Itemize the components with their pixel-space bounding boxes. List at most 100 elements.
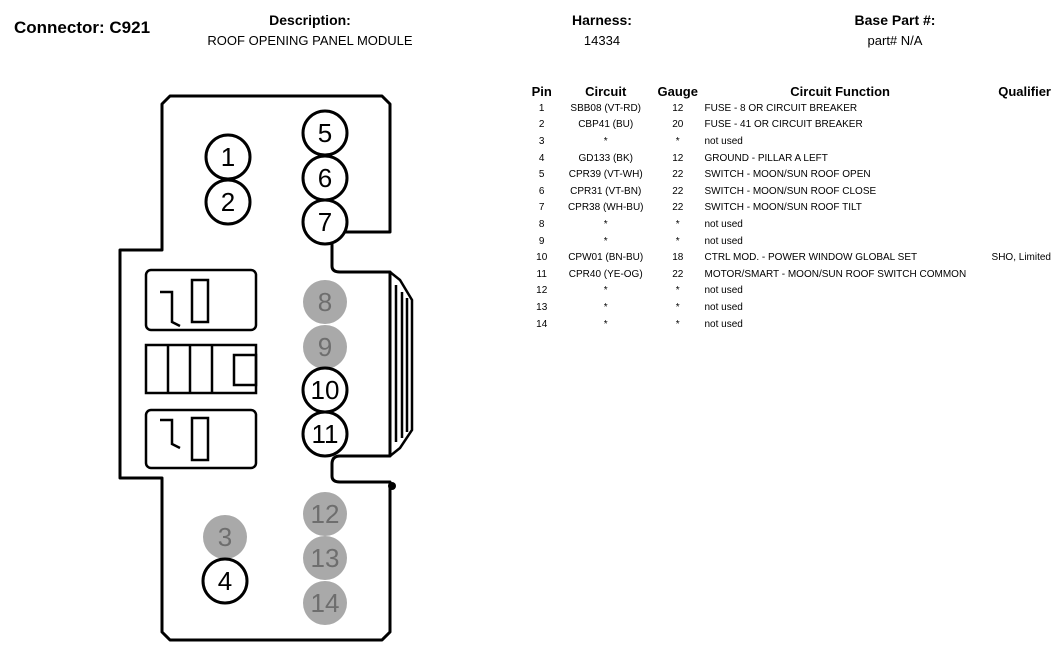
cell-circuit: CBP41 (BU) xyxy=(578,119,634,131)
description-value: ROOF OPENING PANEL MODULE xyxy=(207,33,413,48)
cell-qualifier xyxy=(979,100,1054,117)
cell-pin: 6 xyxy=(538,185,545,197)
cell-gauge: * xyxy=(675,318,680,330)
cell-qualifier: SHO, Limited xyxy=(991,252,1051,264)
pin-number: 8 xyxy=(318,287,332,317)
pin-number: 12 xyxy=(311,499,340,529)
cell-pin: 12 xyxy=(536,285,548,297)
cell-function: not used xyxy=(704,285,743,297)
pin-7: 7 xyxy=(301,198,349,246)
cell-pin: 5 xyxy=(538,169,545,181)
cell-function: SWITCH - MOON/SUN ROOF CLOSE xyxy=(704,185,877,197)
cell-function: not used xyxy=(704,218,743,230)
pin-10: 10 xyxy=(301,366,349,414)
description-block: Description: ROOF OPENING PANEL MODULE xyxy=(180,12,440,48)
cell-circuit: * xyxy=(603,285,608,297)
cell-gauge: 18 xyxy=(672,252,684,264)
cell-circuit: * xyxy=(603,235,608,247)
pin-11: 11 xyxy=(301,410,349,458)
cell-gauge: * xyxy=(675,301,680,313)
cell-pin: 1 xyxy=(538,102,545,114)
pin-circle xyxy=(303,536,347,580)
cell-circuit: * xyxy=(603,218,608,230)
cell-gauge: * xyxy=(675,218,680,230)
table-row: 2 CBP41 (BU) 20 FUSE - 41 OR CIRCUIT BREAKE… xyxy=(526,117,1054,134)
pin-3: 3 xyxy=(203,515,247,559)
pin-8: 8 xyxy=(303,280,347,324)
table-row: 3**not used xyxy=(526,133,1054,150)
table-row: 12 * * not used xyxy=(526,283,1054,300)
pin-table-header: Pin Circuit Gauge Circuit Function Quali… xyxy=(526,82,1054,100)
table-row: 7 CPR38 (WH-BU) 22 SWITCH - MOON/SUN ROOF T… xyxy=(526,200,1054,217)
pin-circle xyxy=(201,557,249,605)
cell-qualifier xyxy=(979,283,1054,300)
cell-circuit: * xyxy=(603,135,608,147)
cell-circuit: * xyxy=(603,301,608,313)
table-row: 9**not used xyxy=(526,233,1054,250)
pin-number: 2 xyxy=(221,187,235,217)
pin-circle xyxy=(301,198,349,246)
pin-number: 3 xyxy=(218,522,232,552)
header-circuit: Circuit xyxy=(585,83,627,99)
pin-5: 5 xyxy=(301,109,349,157)
description-label: Description: xyxy=(269,12,351,28)
cell-pin: 9 xyxy=(538,235,545,247)
polarization-dot xyxy=(388,482,396,490)
cell-function: not used xyxy=(704,135,743,147)
cell-function: SWITCH - MOON/SUN ROOF TILT xyxy=(704,202,862,214)
harness-value: 14334 xyxy=(583,33,621,48)
cell-circuit: * xyxy=(603,318,608,330)
cell-function: CTRL MOD. - POWER WINDOW GLOBAL SET xyxy=(704,252,918,264)
cell-circuit: CPW01 (BN-BU) xyxy=(568,252,644,264)
cell-circuit: CPR38 (WH-BU) xyxy=(567,202,644,214)
pin-number: 11 xyxy=(312,419,339,449)
cell-pin: 7 xyxy=(538,202,545,214)
cell-qualifier xyxy=(979,117,1054,134)
cell-qualifier xyxy=(979,299,1054,316)
pin-1: 1 xyxy=(204,133,252,181)
side-latch xyxy=(389,271,414,457)
cell-qualifier xyxy=(979,233,1054,250)
cell-gauge: 22 xyxy=(672,202,684,214)
pin-number: 9 xyxy=(318,332,332,362)
cell-qualifier xyxy=(979,133,1054,150)
cell-function: not used xyxy=(704,318,743,330)
cell-gauge: 20 xyxy=(672,119,684,131)
header-circuit-function: Circuit Function xyxy=(790,83,890,99)
pin-number: 13 xyxy=(311,543,340,573)
cell-circuit: CPR31 (VT-BN) xyxy=(570,185,642,197)
cell-function: FUSE - 8 OR CIRCUIT BREAKER xyxy=(704,102,858,114)
header-qualifier: Qualifier xyxy=(998,83,1051,99)
cell-gauge: * xyxy=(675,235,680,247)
cell-qualifier xyxy=(979,183,1054,200)
table-row: 14**not used xyxy=(526,316,1054,333)
base-part-value: part# N/A xyxy=(867,33,923,48)
pin-2: 2 xyxy=(204,178,252,226)
pin-circle xyxy=(303,325,347,369)
cell-qualifier xyxy=(979,266,1054,283)
pin-table: Pin Circuit Gauge Circuit Function Quali… xyxy=(526,82,1054,332)
cell-pin: 11 xyxy=(536,268,547,280)
cell-gauge: 22 xyxy=(672,169,684,181)
left-latch xyxy=(144,268,258,470)
cell-circuit: CPR40 (YE-OG) xyxy=(568,268,643,280)
pin-number: 6 xyxy=(318,163,332,193)
pin-circle xyxy=(301,410,349,458)
cell-pin: 2 xyxy=(538,119,545,131)
cell-pin: 13 xyxy=(536,301,548,313)
cell-gauge: 22 xyxy=(672,268,684,280)
header-gauge: Gauge xyxy=(657,83,698,99)
cell-gauge: * xyxy=(675,285,680,297)
cell-circuit: SBB08 (VT-RD) xyxy=(570,102,641,114)
pin-number: 1 xyxy=(221,142,235,172)
pin-circle xyxy=(303,581,347,625)
cell-gauge: * xyxy=(675,135,680,147)
cell-function: FUSE - 41 OR CIRCUIT BREAKER xyxy=(704,119,863,131)
